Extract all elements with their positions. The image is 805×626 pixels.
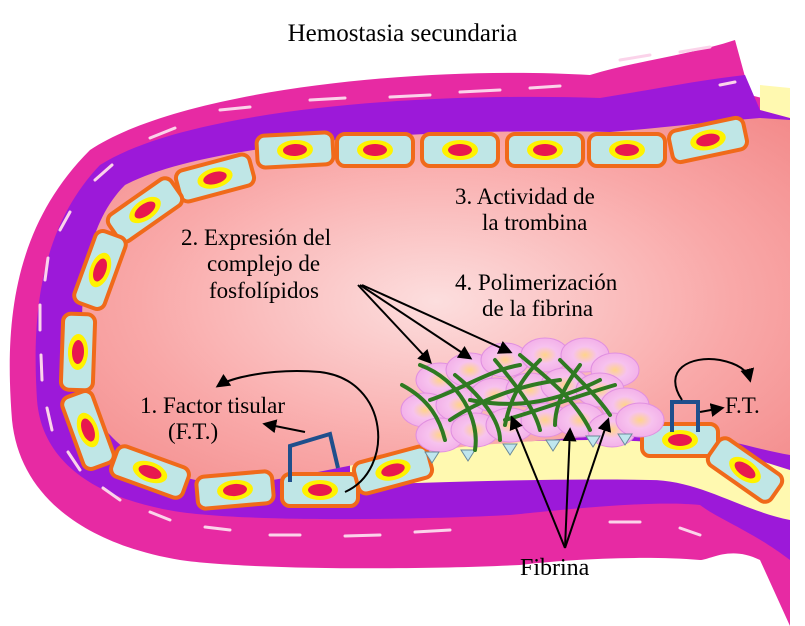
cell-nucleus bbox=[734, 461, 756, 479]
endothelial-cell bbox=[705, 436, 785, 504]
endothelial-cell bbox=[351, 444, 435, 496]
arrow-expr-3 bbox=[361, 284, 513, 354]
label-polimerizacion-line1: 4. Polimerización bbox=[455, 270, 618, 295]
endothelial-cell bbox=[72, 229, 128, 311]
label-expresion-line1: 2. Expresión del bbox=[181, 225, 332, 250]
subendothelium-right bbox=[760, 85, 790, 118]
arrow-ft-loop bbox=[215, 370, 380, 493]
cell-nucleus bbox=[448, 144, 472, 156]
subendothelium bbox=[350, 440, 790, 520]
annotation-arrows bbox=[215, 284, 755, 549]
cell-nucleus bbox=[308, 484, 332, 496]
cell-nucleus bbox=[283, 143, 307, 157]
label-trombina-line1: 3. Actividad de bbox=[455, 184, 595, 209]
arrow-fibrina-1 bbox=[509, 415, 566, 549]
endothelial-cell bbox=[254, 130, 336, 170]
arrow-expr-2 bbox=[359, 284, 473, 360]
endothelial-cell bbox=[335, 132, 415, 168]
fibrin-strands bbox=[400, 353, 617, 452]
tissue-factor-right bbox=[670, 400, 700, 432]
platelet bbox=[615, 402, 665, 438]
cell-nucleus bbox=[71, 340, 85, 364]
receptor bbox=[502, 443, 518, 456]
cell-nucleus bbox=[138, 465, 162, 479]
cell-nucleus bbox=[223, 483, 247, 497]
receptor bbox=[545, 439, 561, 452]
arrow-fibrina-3 bbox=[564, 417, 612, 549]
endothelial-cell bbox=[60, 389, 116, 471]
endothelial-cell bbox=[666, 115, 750, 165]
cell-nucleus bbox=[668, 434, 692, 446]
media-streaks bbox=[38, 45, 737, 538]
endothelial-cell bbox=[109, 444, 191, 500]
endothelial-cell bbox=[587, 132, 667, 168]
cell-nucleus bbox=[696, 133, 720, 147]
cell-nucleus bbox=[203, 171, 227, 185]
cell-nucleus bbox=[381, 463, 405, 477]
cell-nucleus bbox=[81, 418, 95, 442]
label-polimerizacion: 4. Polimerización de la fibrina bbox=[455, 270, 617, 323]
arrow-fibrina-2 bbox=[562, 427, 577, 549]
label-factor-tisular: 1. Factor tisular (F.T.) bbox=[140, 393, 285, 446]
tissue-factor-left bbox=[288, 431, 340, 482]
endothelial-cell bbox=[194, 469, 276, 511]
endothelial-cell bbox=[420, 132, 500, 168]
receptor bbox=[424, 451, 440, 464]
label-polimerizacion-line2: de la fibrina bbox=[482, 296, 594, 322]
receptor bbox=[585, 435, 601, 448]
label-expresion: 2. Expresión del complejo de fosfolípido… bbox=[181, 225, 331, 304]
receptor bbox=[617, 433, 633, 446]
receptor bbox=[460, 449, 476, 462]
endothelial-cell bbox=[173, 152, 257, 204]
arrow-ft-right bbox=[699, 403, 725, 417]
label-factor-tisular-line1: 1. Factor tisular bbox=[140, 393, 285, 418]
label-expresion-line3: fosfolípidos bbox=[209, 277, 319, 303]
arrow-expr-1 bbox=[357, 284, 432, 365]
cell-nucleus bbox=[93, 258, 107, 282]
label-factor-tisular-line2: (F.T.) bbox=[168, 419, 219, 445]
cell-nucleus bbox=[363, 144, 387, 156]
cell-nucleus bbox=[615, 144, 639, 156]
endothelial-cell bbox=[505, 132, 585, 168]
label-trombina-line2: la trombina bbox=[482, 210, 588, 236]
endothelial-cell bbox=[58, 311, 98, 393]
endothelial-cell bbox=[280, 472, 360, 508]
diagram-title: Hemostasia secundaria bbox=[287, 20, 518, 47]
endothelial-cells bbox=[58, 115, 785, 511]
label-fibrina: Fibrina bbox=[520, 555, 590, 581]
platelet-receptors bbox=[424, 433, 633, 464]
label-trombina: 3. Actividad de la trombina bbox=[455, 184, 595, 237]
arrow-ft-right-loop bbox=[674, 358, 755, 401]
cell-nucleus bbox=[533, 144, 557, 156]
arrow-ft-down bbox=[262, 419, 306, 434]
endothelial-cell bbox=[105, 176, 185, 244]
label-ft-right: F.T. bbox=[725, 393, 760, 418]
label-expresion-line2: complejo de bbox=[207, 251, 321, 277]
cell-nucleus bbox=[134, 201, 156, 219]
